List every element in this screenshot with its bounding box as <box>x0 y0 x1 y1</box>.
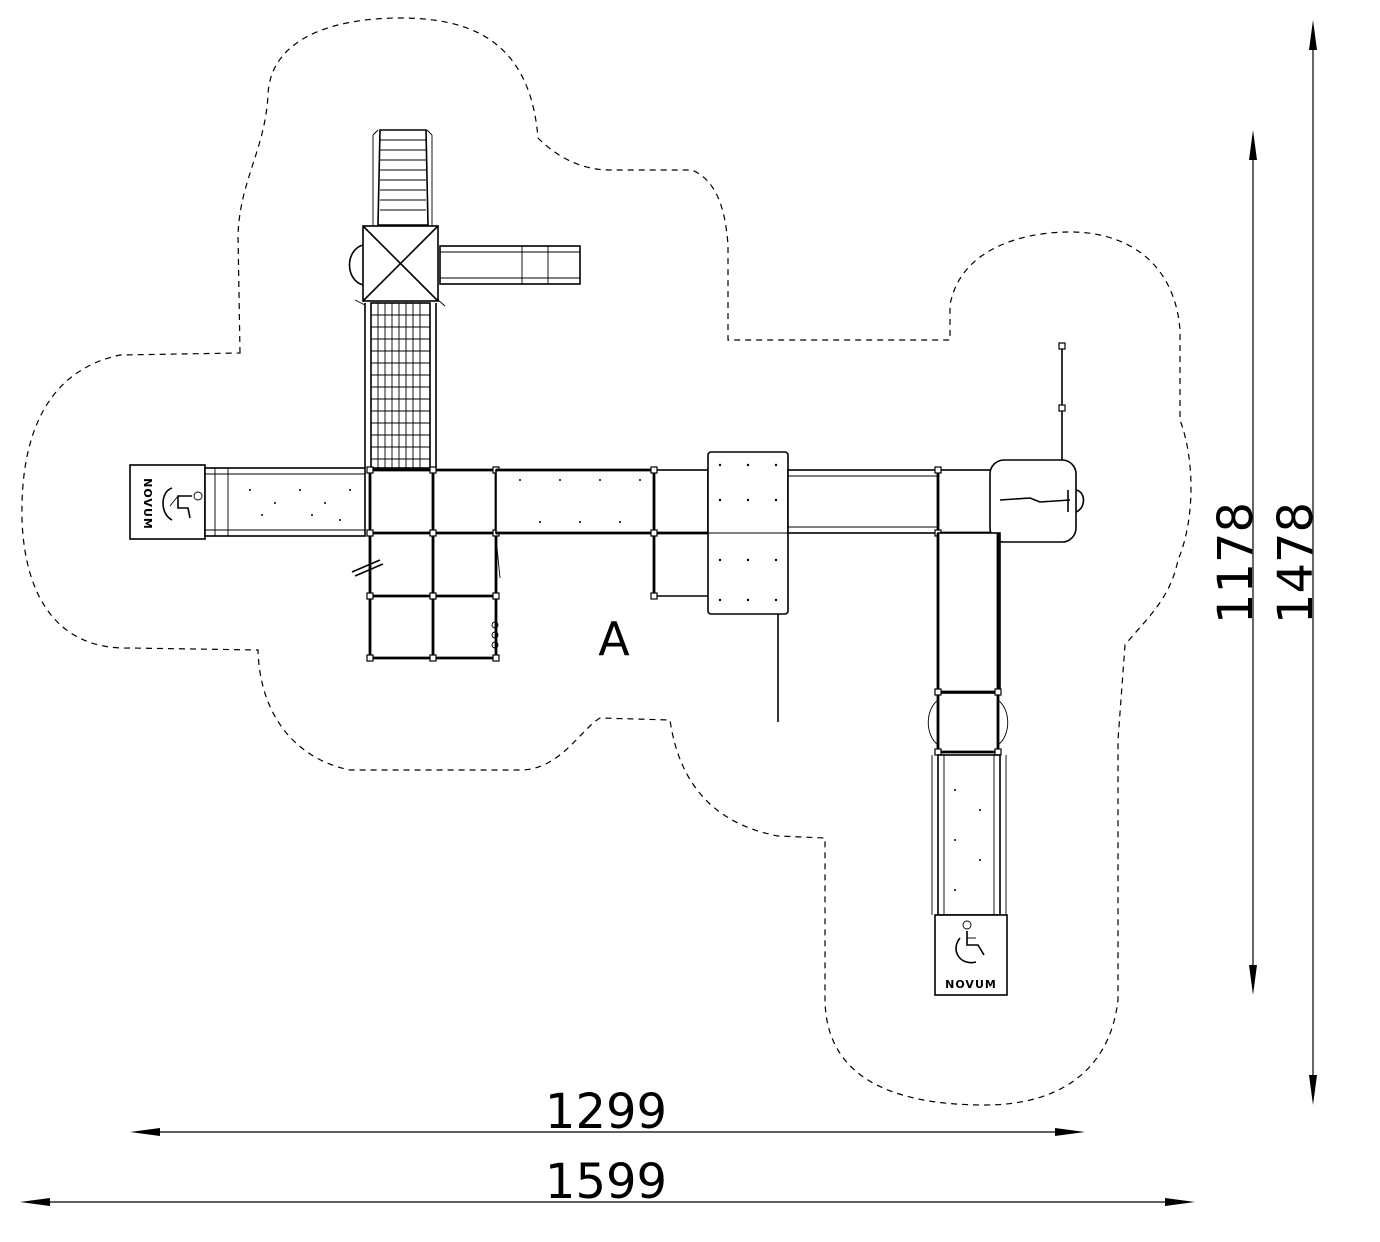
tower-roof <box>348 225 446 307</box>
ramp-left-brand: NOVUM <box>141 478 154 530</box>
ramp-left: NOVUM <box>129 464 366 540</box>
climbing-net <box>364 302 437 469</box>
east-platform <box>989 342 1085 543</box>
dim-inner-width: 1299 <box>130 1084 1085 1140</box>
dim-outer-width-label: 1599 <box>545 1154 667 1210</box>
dim-outer-height-label: 1478 <box>1268 502 1324 624</box>
dim-outer-width: 1599 <box>20 1154 1195 1210</box>
dim-inner-width-label: 1299 <box>545 1084 667 1140</box>
zone-label: A <box>598 612 630 666</box>
wheelchair-icon <box>955 920 985 964</box>
dim-inner-height-label: 1178 <box>1208 502 1264 624</box>
center-panel <box>707 451 789 722</box>
bridge-center <box>495 466 709 600</box>
ramp-bottom: NOVUM <box>931 754 1008 996</box>
dim-outer-height: 1478 <box>1268 20 1324 1105</box>
wheelchair-icon <box>162 487 203 521</box>
stair-top <box>372 129 433 228</box>
safety-zone-outline <box>21 17 1192 1106</box>
ramp-bottom-brand: NOVUM <box>945 978 997 991</box>
south-corridor <box>927 532 1009 756</box>
slide-east <box>439 245 581 285</box>
central-deck <box>351 466 501 662</box>
dim-inner-height: 1178 <box>1208 130 1264 995</box>
bridge-east <box>787 466 999 537</box>
